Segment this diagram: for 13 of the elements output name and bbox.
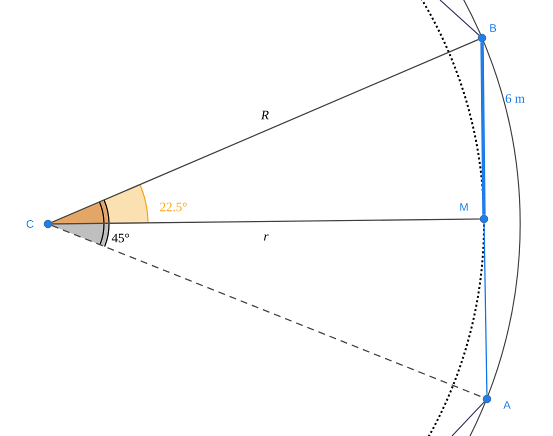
node-label: B	[490, 24, 496, 32]
edge-label: R	[261, 110, 269, 120]
angle-label: 22.5°	[160, 202, 187, 212]
node-label: M	[460, 203, 468, 211]
line-segment	[52, 224, 484, 398]
node-label: A	[503, 401, 511, 409]
edge-label: 6 m	[506, 94, 525, 103]
node-label: C	[26, 220, 34, 228]
edge-label: r	[264, 234, 269, 241]
angle-label: 45°	[112, 234, 130, 242]
point: C	[26, 220, 52, 228]
line-segment	[52, 218, 480, 225]
line-segment	[52, 39, 478, 223]
